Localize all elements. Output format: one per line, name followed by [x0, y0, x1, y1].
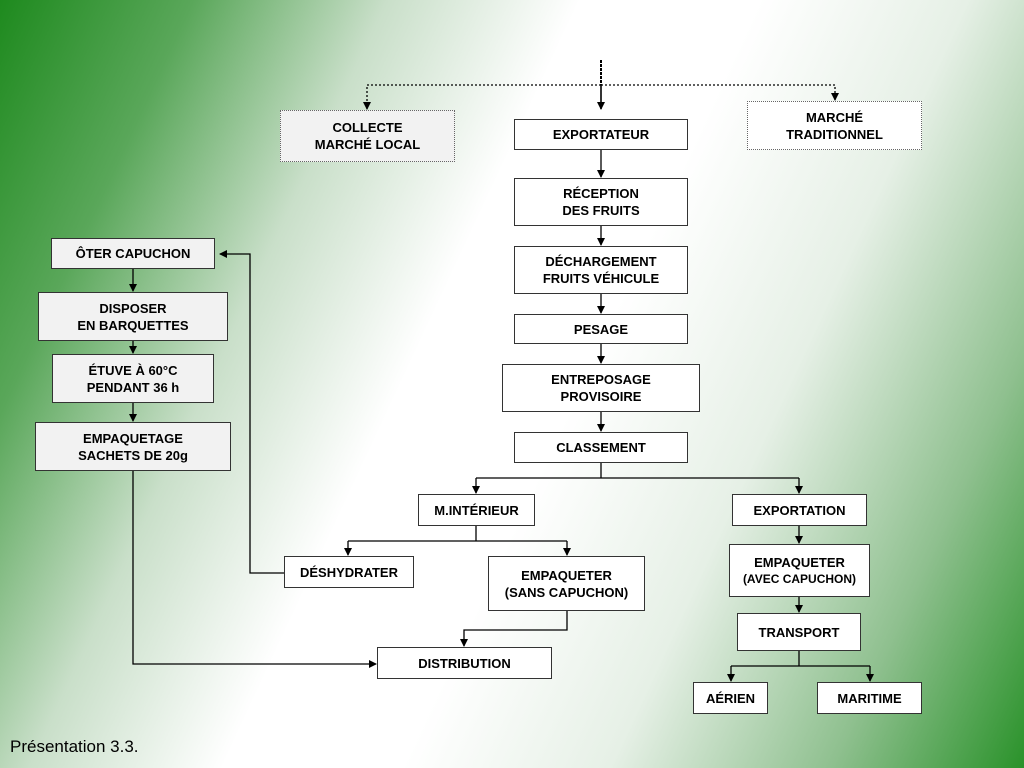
- etuve-node: ÉTUVE À 60°C PENDANT 36 h: [52, 354, 214, 403]
- marche-traditionnel-node: MARCHÉ TRADITIONNEL: [747, 101, 922, 150]
- empaqueter-sans-line2: (SANS CAPUCHON): [504, 584, 629, 600]
- empaqueter-sans-line1: EMPAQUETER: [521, 567, 612, 583]
- exportateur-node: EXPORTATEUR: [514, 119, 688, 150]
- distribution-node: DISTRIBUTION: [377, 647, 552, 679]
- empaqueter-sans-capuchon-node: EMPAQUETER (SANS CAPUCHON): [488, 556, 645, 611]
- empaqueter-avec-line2: (AVEC CAPUCHON): [742, 571, 857, 586]
- transport-node: TRANSPORT: [737, 613, 861, 651]
- empaquetage-sachets-node: EMPAQUETAGE SACHETS DE 20g: [35, 422, 231, 471]
- collecte-marche-local-node: COLLECTE MARCHÉ LOCAL: [280, 110, 455, 162]
- aerien-node: AÉRIEN: [693, 682, 768, 714]
- maritime-node: MARITIME: [817, 682, 922, 714]
- exportation-node: EXPORTATION: [732, 494, 867, 526]
- reception-fruits-node: RÉCEPTION DES FRUITS: [514, 178, 688, 226]
- entreposage-node: ENTREPOSAGE PROVISOIRE: [502, 364, 700, 412]
- pesage-node: PESAGE: [514, 314, 688, 344]
- classement-node: CLASSEMENT: [514, 432, 688, 463]
- disposer-barquettes-node: DISPOSER EN BARQUETTES: [38, 292, 228, 341]
- slide-caption: Présentation 3.3.: [10, 737, 139, 756]
- deshydrater-node: DÉSHYDRATER: [284, 556, 414, 588]
- marche-interieur-node: M.INTÉRIEUR: [418, 494, 535, 526]
- oter-capuchon-node: ÔTER CAPUCHON: [51, 238, 215, 269]
- empaqueter-avec-line1: EMPAQUETER: [754, 554, 845, 570]
- empaqueter-avec-capuchon-node: EMPAQUETER (AVEC CAPUCHON): [729, 544, 870, 597]
- dechargement-node: DÉCHARGEMENT FRUITS VÉHICULE: [514, 246, 688, 294]
